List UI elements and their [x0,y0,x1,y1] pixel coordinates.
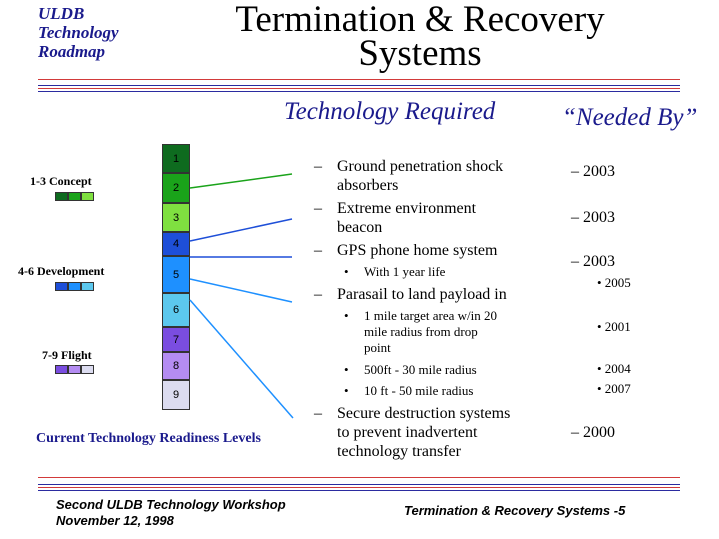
connector-secure-destruction [189,299,294,419]
date-500ft: • 2004 [597,361,631,376]
item-dash: – [314,405,322,422]
subitem-target-area: • 1 mile target area w/in 20 mile radius… [344,308,497,356]
trl-level-2: 2 [162,173,190,203]
connector-ground-penetration [189,173,293,189]
item-text-line: 1 mile target area w/in 20 [364,308,497,323]
date-secure-destruction: – 2000 [571,424,615,441]
subitem-year-life: • With 1 year life [344,264,445,280]
swatch [55,192,68,201]
roadmap-line-3: Roadmap [38,42,106,61]
date-10ft: • 2007 [597,381,631,396]
bottom-rule-blue-2 [38,490,680,491]
item-text-line: Secure destruction systems [337,405,511,422]
slide-title-line-2: Systems [358,33,482,74]
roadmap-line-2: Technology [38,23,119,42]
date-year-life: • 2005 [597,275,631,290]
item-text-line: to prevent inadvertent [337,424,478,441]
roadmap-line-1: ULDB [38,4,85,23]
item-text-line: absorbers [337,177,399,194]
date-target-area: • 2001 [597,319,631,334]
phase-development-label: 4-6 Development [18,264,105,278]
item-parasail: – Parasail to land payload in [314,285,507,304]
top-rule-red-2 [38,88,680,89]
slide-title-line-1: Termination & Recovery [235,0,605,40]
swatch [68,282,81,291]
date-extreme-beacon: – 2003 [571,209,615,226]
footer-workshop: Second ULDB Technology Workshop [56,497,286,512]
trl-level-4: 4 [162,232,190,256]
sub-bullet: • [344,362,349,377]
top-rule-red-1 [38,79,680,80]
trl-level-8: 8 [162,352,190,380]
item-extreme-beacon: – Extreme environment beacon [314,199,476,237]
trl-level-9: 9 [162,380,190,410]
top-rule-blue-1 [38,85,680,86]
item-dash: – [314,286,322,303]
item-dash: – [314,158,322,175]
footer-left: Second ULDB Technology Workshop November… [56,497,286,529]
item-text-line: Ground penetration shock [337,158,504,175]
date-gps: – 2003 [571,253,615,270]
item-ground-penetration: – Ground penetration shock absorbers [314,157,503,195]
item-text-line: beacon [337,219,383,236]
item-text-line: technology transfer [337,443,461,460]
trl-level-3: 3 [162,203,190,232]
sub-bullet: • [344,264,349,279]
swatch [68,365,81,374]
sub-bullet: • [344,308,349,323]
item-text-line: 500ft - 30 mile radius [364,362,477,377]
item-gps: – GPS phone home system [314,241,497,260]
footer-date: November 12, 1998 [56,513,174,528]
item-text-line: 10 ft - 50 mile radius [364,383,474,398]
trl-level-5: 5 [162,256,190,293]
bottom-rule-red-1 [38,477,680,478]
phase-concept-label: 1-3 Concept [30,174,92,188]
item-dash: – [314,200,322,217]
item-text-line: With 1 year life [364,264,446,279]
swatch [81,192,94,201]
technology-required-heading: Technology Required [284,98,496,125]
swatch [81,365,94,374]
phase-flight-label: 7-9 Flight [42,348,92,362]
roadmap-label: ULDB Technology Roadmap [38,4,119,61]
swatch [55,365,68,374]
date-ground-penetration: – 2003 [571,163,615,180]
trl-level-6: 6 [162,293,190,327]
top-rule-blue-2 [38,91,680,92]
phase-development-swatch [55,282,94,291]
subitem-500ft: • 500ft - 30 mile radius [344,362,477,378]
item-secure-destruction: – Secure destruction systems to prevent … [314,404,510,461]
item-text-line: GPS phone home system [337,242,498,259]
connector-parasail [189,278,293,303]
trl-level-1: 1 [162,144,190,173]
item-dash: – [314,242,322,259]
item-text-line: mile radius from drop [364,324,478,339]
footer-right: Termination & Recovery Systems -5 [404,503,626,518]
swatch [81,282,94,291]
trl-caption: Current Technology Readiness Levels [36,431,261,446]
subitem-10ft: • 10 ft - 50 mile radius [344,383,473,399]
slide-title: Termination & Recovery Systems [180,0,660,74]
item-text-line: Extreme environment [337,200,477,217]
phase-flight-swatch [55,365,94,374]
swatch [55,282,68,291]
bottom-rule-blue-1 [38,484,680,485]
needed-by-heading: “Needed By” [562,104,698,131]
trl-level-7: 7 [162,327,190,352]
item-text-line: Parasail to land payload in [337,286,507,303]
phase-concept-swatch [55,192,94,201]
sub-bullet: • [344,383,349,398]
item-text-line: point [364,340,391,355]
swatch [68,192,81,201]
connector-extreme-beacon [189,218,293,242]
bottom-rule-red-2 [38,487,680,488]
